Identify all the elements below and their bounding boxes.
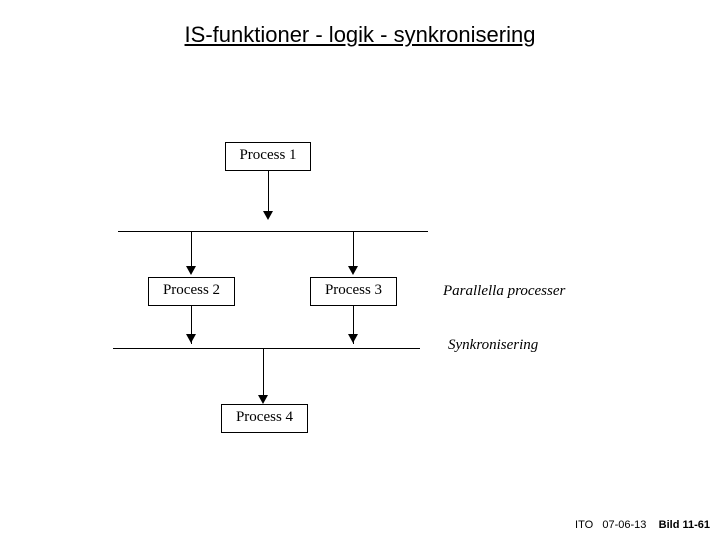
connector-p1-to-bar1 <box>268 171 269 214</box>
process-2-box: Process 2 <box>148 277 235 306</box>
arrowhead-bar1-to-p3 <box>348 266 358 275</box>
footer-slide-number: Bild 11-61 <box>658 519 710 531</box>
connector-bar2-to-p4 <box>263 348 264 400</box>
process-3-box: Process 3 <box>310 277 397 306</box>
connector-bar1-to-p3 <box>353 231 354 269</box>
arrowhead-bar1-to-p2 <box>186 266 196 275</box>
process-2-label: Process 2 <box>162 282 221 298</box>
process-1-box: Process 1 <box>225 142 311 171</box>
arrowhead-p1-to-bar1 <box>263 211 273 220</box>
slide-footer: ITO 07-06-13 Bild 11-61 <box>575 519 710 531</box>
join-bar-bottom <box>113 348 420 349</box>
arrowhead-p2-to-bar2 <box>186 334 196 343</box>
connector-bar1-to-p2 <box>191 231 192 269</box>
process-4-label: Process 4 <box>235 409 294 425</box>
parallel-processes-label: Parallella processer <box>443 283 566 299</box>
connector-p3-to-bar2 <box>353 306 354 344</box>
page-title: IS-funktioner - logik - synkronisering <box>184 22 536 47</box>
connector-p2-to-bar2 <box>191 306 192 344</box>
arrowhead-bar2-to-p4 <box>258 395 268 404</box>
process-1-label: Process 1 <box>239 147 297 163</box>
synchronization-label: Synkronisering <box>448 337 539 353</box>
footer-course: ITO <box>575 519 594 531</box>
process-4-box: Process 4 <box>221 404 308 433</box>
fork-bar-top <box>118 231 428 232</box>
process-3-label: Process 3 <box>324 282 383 298</box>
footer-date: 07-06-13 <box>602 519 647 531</box>
arrowhead-p3-to-bar2 <box>348 334 358 343</box>
